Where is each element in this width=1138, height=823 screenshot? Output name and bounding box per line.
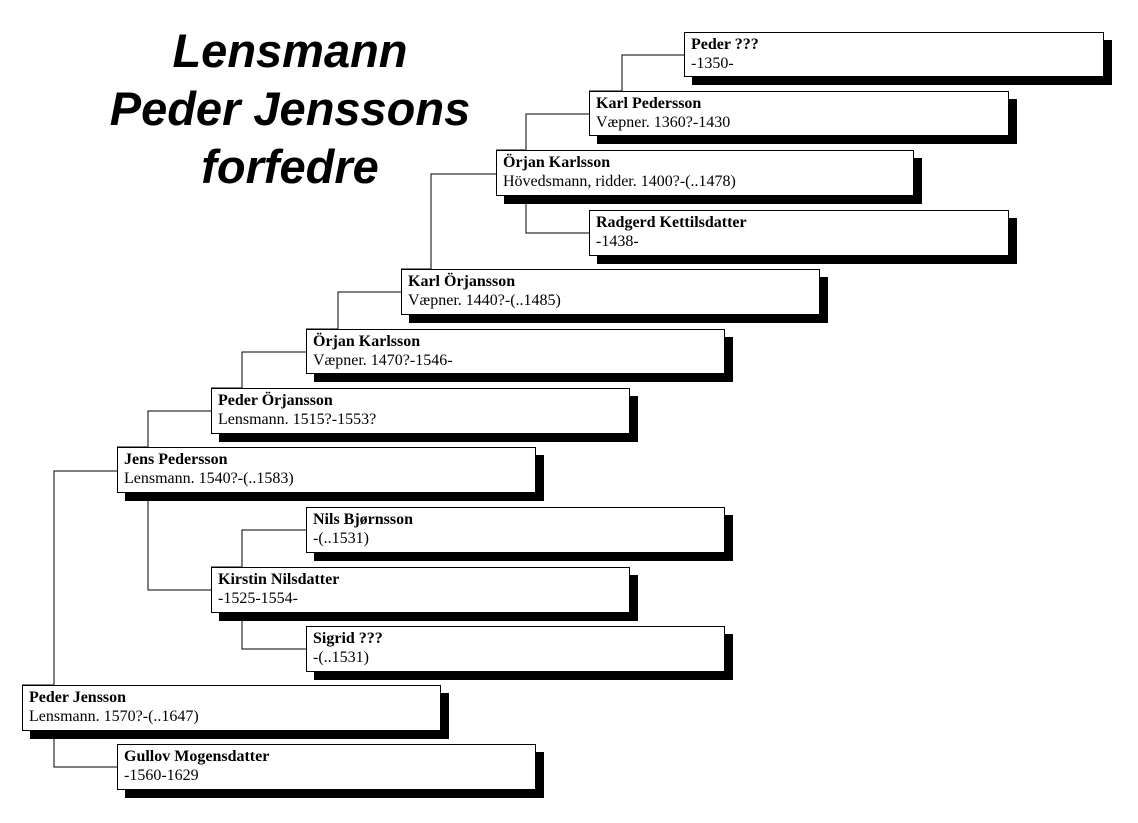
- connector-p03-to-p04: [525, 196, 589, 234]
- person-info: -1525-1554-: [218, 590, 298, 607]
- person-info: Lensmann. 1515?-1553?: [218, 411, 377, 428]
- person-name: Sigrid ???: [313, 630, 383, 647]
- person-name: Radgerd Kettilsdatter: [596, 214, 747, 231]
- person-info: -(..1531): [313, 530, 369, 547]
- person-name: Nils Bjørnsson: [313, 511, 414, 528]
- person-box-peder-1350: Peder ??? -1350-: [684, 32, 1104, 77]
- person-name: Örjan Karlsson: [313, 333, 421, 350]
- person-info: -(..1531): [313, 649, 369, 666]
- person-name: Karl Örjansson: [408, 273, 516, 290]
- connector-p08-to-p07: [117, 410, 211, 448]
- connector-p06-to-p05: [306, 291, 401, 330]
- person-info: -1560-1629: [124, 767, 199, 784]
- connector-p08-to-p10: [147, 493, 211, 591]
- chart-title: Lensmann Peder Jenssons forfedre: [60, 22, 520, 196]
- person-info: -1438-: [596, 233, 639, 250]
- title-line-3: forfedre: [201, 140, 379, 193]
- person-info: Lensmann. 1570?-(..1647): [29, 708, 199, 725]
- person-box-karl-orjansson: Karl Örjansson Væpner. 1440?-(..1485): [401, 269, 820, 315]
- person-box-gullov-mogensdatter: Gullov Mogensdatter -1560-1629: [117, 744, 536, 790]
- person-box-radgerd-kettilsdatter: Radgerd Kettilsdatter -1438-: [589, 210, 1009, 256]
- person-box-sigrid: Sigrid ??? -(..1531): [306, 626, 725, 672]
- person-info: Væpner. 1470?-1546-: [313, 352, 453, 369]
- person-name: Peder Jensson: [29, 689, 127, 706]
- person-info: Hövedsmann, ridder. 1400?-(..1478): [503, 173, 736, 190]
- person-name: Karl Pedersson: [596, 95, 702, 112]
- person-name: Jens Pedersson: [124, 451, 228, 468]
- person-name: Peder Örjansson: [218, 392, 333, 409]
- connector-p12-to-p08: [22, 470, 117, 686]
- person-name: Peder ???: [691, 36, 759, 53]
- connector-p02-to-p01: [589, 54, 684, 92]
- person-name: Kirstin Nilsdatter: [218, 571, 340, 588]
- connector-p10-to-p11: [241, 613, 306, 650]
- person-info: Væpner. 1440?-(..1485): [408, 292, 561, 309]
- person-box-orjan-karlsson-vaepner: Örjan Karlsson Væpner. 1470?-1546-: [306, 329, 725, 374]
- person-box-peder-jensson: Peder Jensson Lensmann. 1570?-(..1647): [22, 685, 441, 731]
- person-box-jens-pedersson: Jens Pedersson Lensmann. 1540?-(..1583): [117, 447, 536, 493]
- person-name: Örjan Karlsson: [503, 154, 611, 171]
- person-box-peder-orjansson: Peder Örjansson Lensmann. 1515?-1553?: [211, 388, 630, 434]
- connector-p10-to-p09: [211, 529, 306, 568]
- connector-p12-to-p13: [53, 731, 117, 768]
- person-info: -1350-: [691, 55, 734, 72]
- title-line-2: Peder Jenssons: [109, 82, 471, 135]
- person-box-orjan-karlsson-ridder: Örjan Karlsson Hövedsmann, ridder. 1400?…: [496, 150, 914, 196]
- connector-p07-to-p06: [211, 351, 306, 389]
- person-name: Gullov Mogensdatter: [124, 748, 270, 765]
- person-info: Væpner. 1360?-1430: [596, 114, 731, 131]
- person-box-nils-bjornsson: Nils Bjørnsson -(..1531): [306, 507, 725, 553]
- person-box-karl-pedersson: Karl Pedersson Væpner. 1360?-1430: [589, 91, 1009, 136]
- title-line-1: Lensmann: [172, 24, 408, 77]
- person-box-kirstin-nilsdatter: Kirstin Nilsdatter -1525-1554-: [211, 567, 630, 613]
- person-info: Lensmann. 1540?-(..1583): [124, 470, 294, 487]
